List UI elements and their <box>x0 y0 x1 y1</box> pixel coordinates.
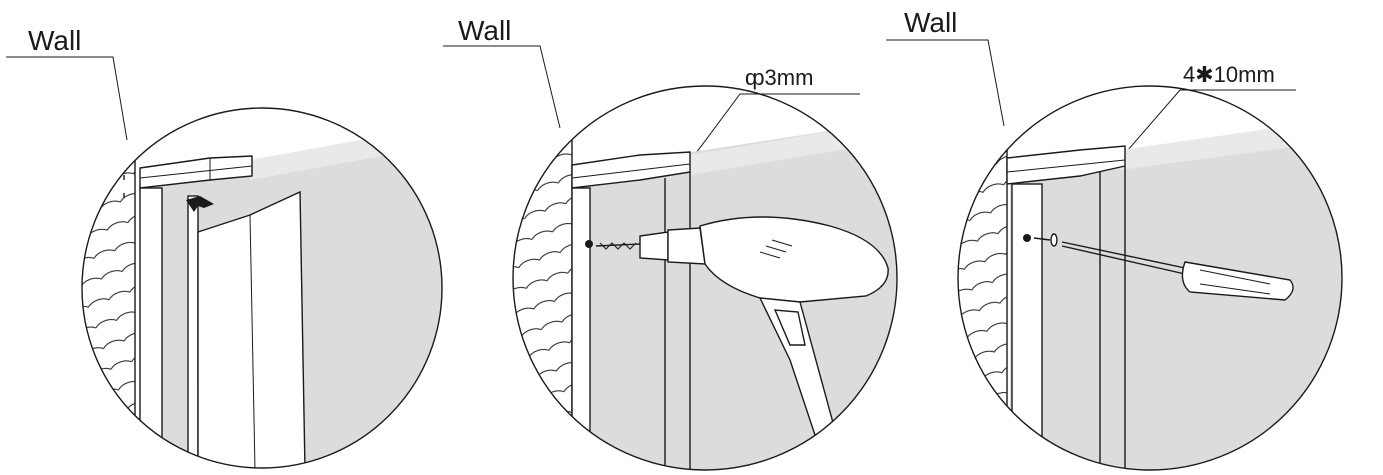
spec-label-drill: ȹ3mm <box>745 65 813 90</box>
wall-label-1: Wall <box>28 25 81 56</box>
arrow-icon <box>186 196 214 212</box>
wall-leader-2 <box>443 45 561 129</box>
screw-icon <box>1033 233 1058 247</box>
panel-1-scene <box>82 108 442 468</box>
screwdriver-icon <box>1061 241 1294 301</box>
wall-label-2: Wall <box>458 15 511 46</box>
wall-label-3: Wall <box>904 7 957 38</box>
panel-1-circle <box>81 107 443 469</box>
spec-label-screw: 4✱10mm <box>1183 62 1275 87</box>
panel-3-circle <box>957 85 1343 471</box>
drill-icon <box>595 216 889 470</box>
wall-leader-3 <box>886 39 1005 127</box>
panel-2-circle <box>512 85 898 471</box>
panel-3-scene <box>958 90 1342 470</box>
wall-leader-1 <box>6 56 128 141</box>
panel-step-3: Wall 4✱10mm <box>886 7 1343 471</box>
panel-step-2: Wall ȹ3mm <box>443 15 898 471</box>
panel-step-1: Wall <box>6 25 443 469</box>
